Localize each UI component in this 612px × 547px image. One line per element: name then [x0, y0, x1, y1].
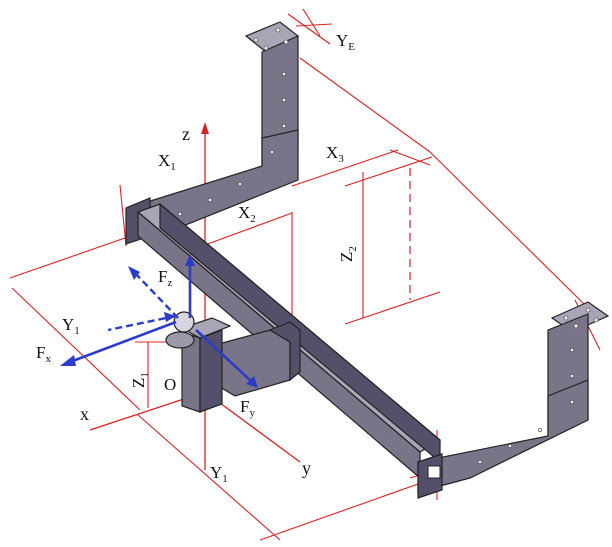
- fx-vector: [69, 320, 177, 364]
- label-fy: Fy: [240, 397, 255, 419]
- label-fz: Fz: [158, 267, 172, 289]
- label-x3: X3: [326, 143, 344, 165]
- bolt-holes: [177, 27, 599, 465]
- force-vectors: [60, 254, 258, 388]
- label-y1-bottom: Y1: [210, 463, 228, 485]
- label-origin: O: [164, 375, 176, 394]
- label-y1-left: Y1: [62, 315, 80, 337]
- label-x1: X1: [158, 151, 176, 173]
- hitch-arm-side: [268, 321, 301, 382]
- right-arm-plate: [417, 379, 589, 493]
- hitch-collar: [165, 331, 195, 349]
- label-y-axis: y: [302, 458, 311, 478]
- label-z1: Z1: [129, 372, 151, 388]
- label-z-axis: z: [182, 124, 190, 144]
- fx-dashed: [107, 314, 177, 332]
- label-z2: Z2: [337, 246, 359, 262]
- square-hole: [427, 465, 441, 479]
- label-x-axis: x: [80, 404, 89, 424]
- hitch-plate: [180, 317, 232, 339]
- labels: YE z X1 X2 X3 Z2 Fz Y1 Fx Z1 O Fy x Y1 y: [36, 31, 359, 485]
- label-fx: Fx: [36, 343, 51, 365]
- label-ye: YE: [336, 31, 355, 53]
- fy-vector: [195, 329, 253, 383]
- label-x2: X2: [238, 203, 256, 225]
- tow-bar-structure: [125, 21, 610, 499]
